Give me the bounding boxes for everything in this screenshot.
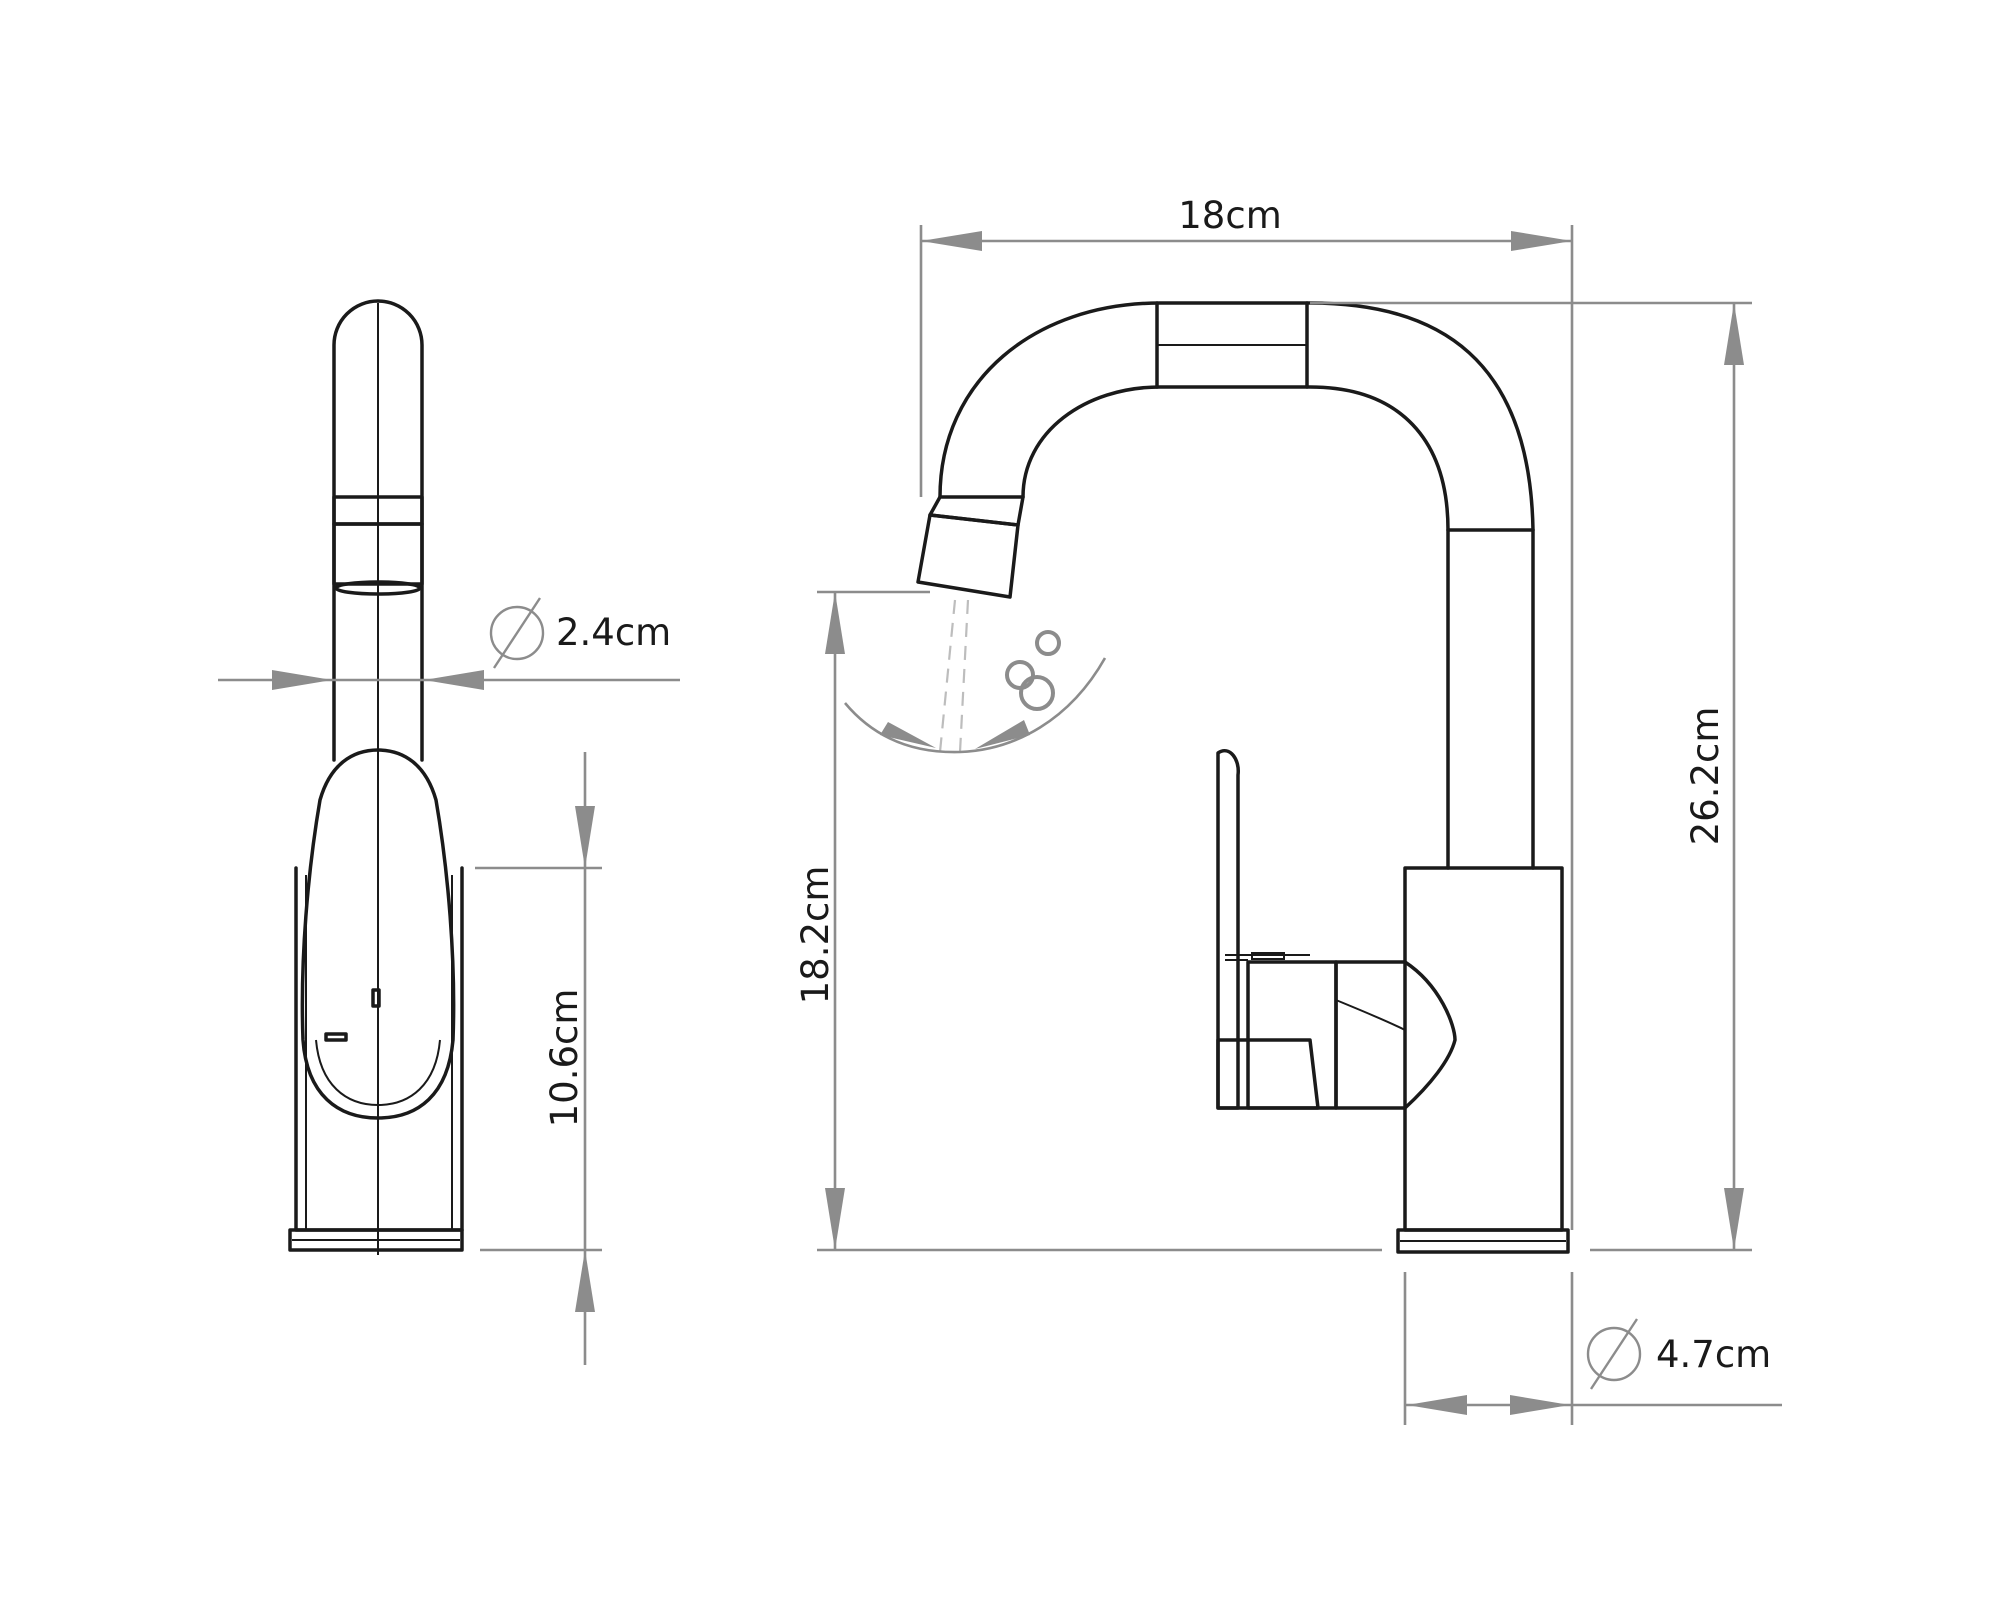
faucet-side-view	[916, 301, 1570, 1254]
label-spout-diameter: 2.4cm	[556, 611, 671, 654]
water-spray	[844, 599, 1107, 754]
label-width-total: 18cm	[1178, 194, 1281, 237]
label-base-height: 10.6cm	[543, 989, 586, 1128]
diameter-icon	[489, 597, 545, 669]
dimension-base-height: 10.6cm	[475, 752, 602, 1365]
label-base-diameter: 4.7cm	[1656, 1333, 1771, 1376]
faucet-front-view	[288, 299, 464, 1255]
diameter-icon	[1586, 1318, 1642, 1390]
dimension-height-total: 26.2cm	[1310, 301, 1752, 1252]
dimension-spout-height: 18.2cm	[794, 590, 1382, 1252]
dimension-spout-diameter: 2.4cm	[218, 597, 680, 690]
dimension-width-total: 18cm	[919, 194, 1574, 1230]
label-spout-height: 18.2cm	[794, 866, 837, 1005]
label-height-total: 26.2cm	[1684, 707, 1727, 846]
dimension-base-diameter: 4.7cm	[1403, 1272, 1782, 1425]
